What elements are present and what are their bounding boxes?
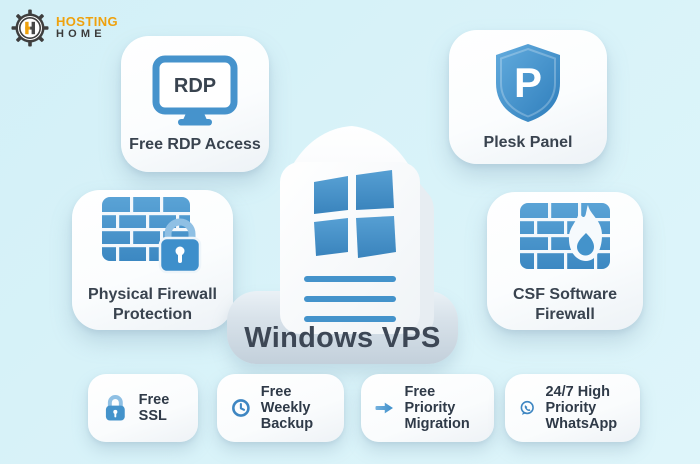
benefit-label: 24/7 High Priority WhatsApp — [545, 383, 618, 433]
firewall-flame-icon — [510, 197, 620, 277]
brand-logo: HOSTING HOME — [10, 8, 118, 48]
firewall-lock-icon — [94, 195, 212, 277]
svg-text:P: P — [514, 59, 542, 106]
benefit-label: Free SSL — [138, 391, 170, 424]
feature-card-csf-firewall: CSF Software Firewall — [487, 192, 643, 330]
arrow-right-icon — [375, 402, 393, 414]
product-title: Windows VPS — [244, 322, 441, 354]
svg-text:RDP: RDP — [174, 75, 216, 97]
plesk-shield-icon: P — [489, 41, 567, 125]
feature-label: Free RDP Access — [129, 136, 261, 154]
gear-h-logo-icon — [11, 9, 49, 47]
feature-label: CSF Software Firewall — [512, 286, 617, 323]
benefit-label: Free Weekly Backup — [260, 383, 314, 433]
whatsapp-icon — [520, 400, 534, 415]
benefit-card-ssl: Free SSL — [88, 374, 198, 442]
clock-icon — [232, 399, 250, 417]
benefit-label: Free Priority Migration — [404, 383, 470, 433]
lock-icon — [105, 395, 125, 421]
feature-card-plesk: P Plesk Panel — [449, 30, 607, 164]
windows-vps-box — [280, 126, 434, 334]
benefit-card-migration: Free Priority Migration — [361, 374, 494, 442]
benefit-card-whatsapp: 24/7 High Priority WhatsApp — [505, 374, 640, 442]
benefit-card-backup: Free Weekly Backup — [217, 374, 344, 442]
feature-label: Plesk Panel — [483, 134, 573, 152]
feature-card-rdp: RDP Free RDP Access — [121, 36, 269, 172]
feature-label: Physical Firewall Protection — [88, 286, 217, 323]
rdp-monitor-icon: RDP — [147, 53, 243, 127]
feature-card-physical-firewall: Physical Firewall Protection — [72, 190, 233, 330]
brand-name-home: HOME — [56, 28, 106, 41]
brand-name-hosting: HOSTING — [56, 14, 119, 30]
